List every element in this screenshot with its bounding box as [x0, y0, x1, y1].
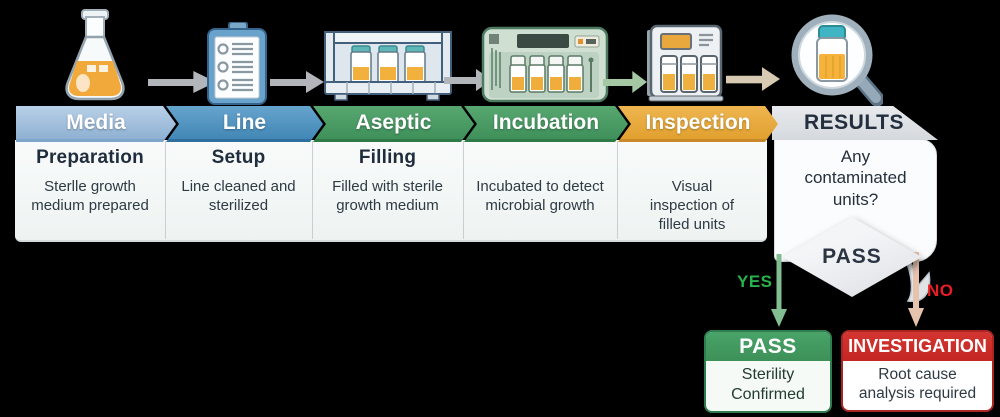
- stage-body: Sterlle growth medium prepared: [31, 178, 149, 215]
- stage-body: Filled with sterile growth medium: [332, 178, 443, 215]
- arrow-right-icon: [726, 66, 780, 92]
- column-divider: [463, 141, 464, 239]
- magnifier-icon: [791, 10, 883, 106]
- yes-label: YES: [737, 272, 773, 291]
- arrow-right-icon: [603, 70, 647, 94]
- filling-machine-icon: [323, 30, 453, 102]
- stage-heading: Filling: [358, 147, 417, 168]
- stage-body: Incubated to detect microbial growth: [476, 178, 604, 215]
- column-divider: [165, 141, 166, 239]
- pass-box-body: Sterility Confirmed: [731, 366, 805, 403]
- investigation-box-title: INVESTIGATION: [843, 332, 992, 361]
- stage-heading: Setup: [211, 147, 266, 168]
- flask-icon: [53, 8, 137, 105]
- stage-incubation: Incubated to detect microbial growth: [463, 140, 617, 240]
- stage-heading: Preparation: [36, 147, 144, 168]
- stage-aseptic-filling: Filling Filled with sterile growth mediu…: [312, 140, 463, 240]
- column-divider: [312, 141, 313, 239]
- incubator-icon: [481, 26, 611, 104]
- banner-aseptic: Aseptic: [313, 106, 474, 142]
- arrow-right-icon: [270, 70, 324, 94]
- inspection-device-icon: [645, 24, 725, 102]
- pass-box-title: PASS: [706, 332, 830, 361]
- stage-description-strip: [15, 140, 767, 242]
- pass-outcome-box: PASS Sterility Confirmed: [704, 330, 832, 413]
- column-divider: [617, 141, 618, 239]
- stage-body: Visual inspection of filled units: [649, 178, 735, 234]
- no-arrow-icon: [906, 252, 926, 328]
- banner-inspection: Inspection: [618, 106, 778, 142]
- arrow-right-icon: [148, 70, 216, 94]
- banner-media: Media: [16, 106, 176, 142]
- stage-line-setup: Setup Line cleaned and sterilized: [165, 140, 312, 240]
- decision-diamond: PASS: [782, 217, 922, 297]
- banner-line: Line: [166, 106, 323, 142]
- results-question: Any contaminated units?: [804, 147, 907, 209]
- banner-results: RESULTS: [772, 106, 938, 140]
- yes-arrow-icon: [770, 254, 788, 328]
- banner-incubation: Incubation: [464, 106, 628, 142]
- stage-inspection: Visual inspection of filled units: [617, 140, 767, 240]
- stage-body: Line cleaned and sterilized: [181, 178, 296, 215]
- decision-label: PASS: [822, 245, 882, 268]
- investigation-box-body: Root cause analysis required: [858, 366, 977, 403]
- stage-media-preparation: Preparation Sterlle growth medium prepar…: [15, 140, 165, 240]
- no-label: NO: [927, 281, 954, 300]
- investigation-outcome-box: INVESTIGATION Root cause analysis requir…: [841, 330, 994, 412]
- clipboard-icon: [206, 22, 268, 106]
